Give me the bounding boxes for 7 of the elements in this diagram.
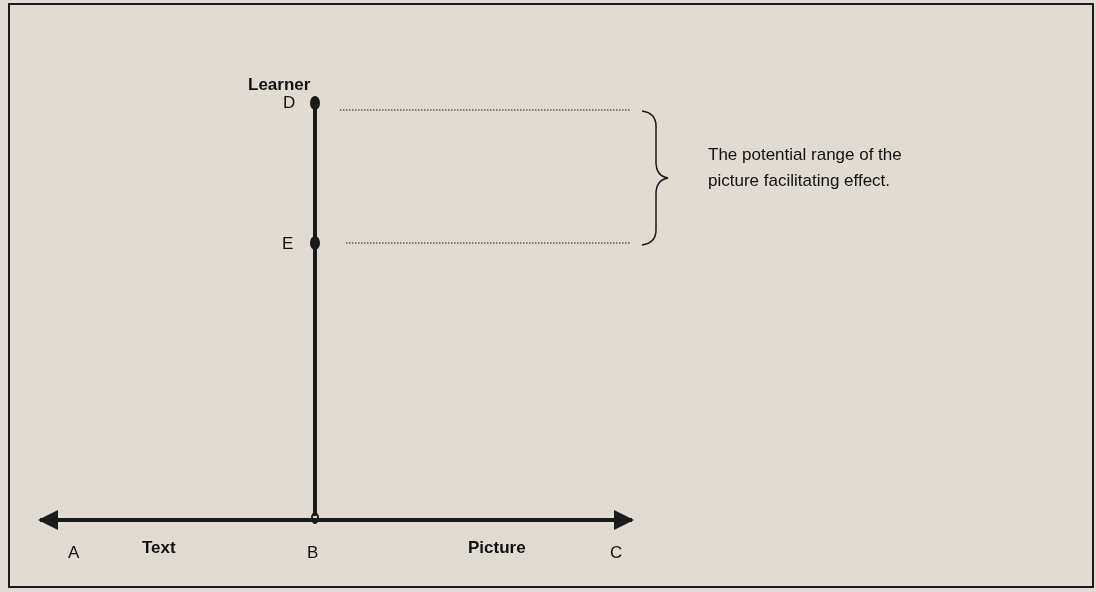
annotation-text: The potential range of the picture facilitating effect.	[708, 144, 903, 192]
point-label: E	[282, 233, 294, 255]
axis-label: Text	[142, 537, 176, 559]
point-label: C	[610, 542, 623, 564]
axis-label: Picture	[468, 537, 526, 559]
point-label: B	[307, 542, 319, 564]
point-label: A	[68, 542, 80, 564]
